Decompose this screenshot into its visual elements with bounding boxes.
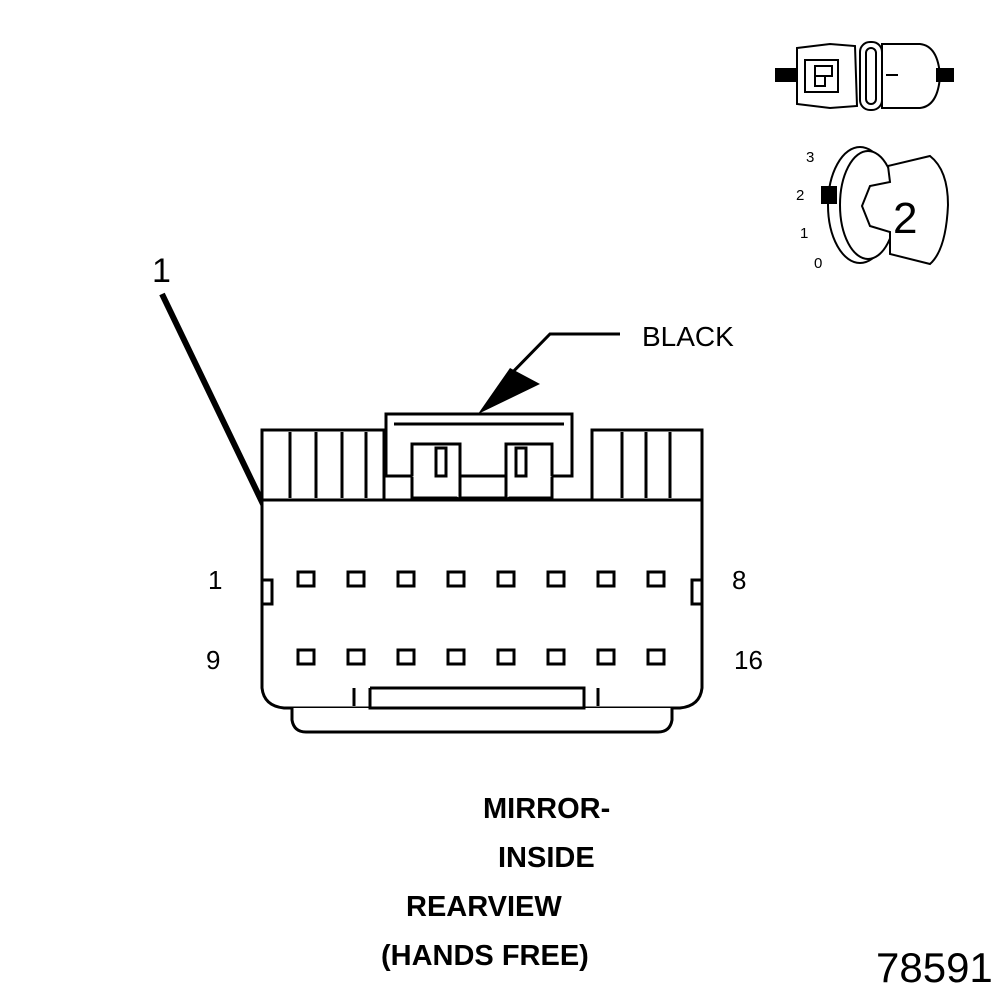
position-label-2: 2 bbox=[796, 187, 804, 204]
pin-cavity-2 bbox=[346, 570, 366, 588]
color-leader-arrow bbox=[478, 332, 620, 414]
position-label-0: 0 bbox=[814, 255, 822, 272]
pin-row-bottom bbox=[296, 648, 666, 666]
connector-type-icon bbox=[775, 41, 954, 111]
callout-number: 1 bbox=[152, 252, 171, 290]
pin-cavity-8 bbox=[646, 570, 666, 588]
title-line-1: MIRROR- bbox=[483, 793, 610, 825]
pin-cavity-10 bbox=[346, 648, 366, 666]
dial-marker bbox=[821, 186, 837, 204]
pin-row-top bbox=[296, 570, 666, 588]
pin-label-16: 16 bbox=[734, 645, 763, 675]
position-indicator-icon: 3 2 1 0 2 bbox=[796, 146, 950, 272]
pin-cavity-5 bbox=[496, 570, 516, 588]
position-label-3: 3 bbox=[806, 149, 814, 166]
dial-key bbox=[860, 154, 950, 266]
pin-cavity-6 bbox=[546, 570, 566, 588]
pin-cavity-13 bbox=[496, 648, 516, 666]
pin-cavity-12 bbox=[446, 648, 466, 666]
pin-cavity-9 bbox=[296, 648, 316, 666]
pin-label-8: 8 bbox=[732, 565, 746, 595]
pin-cavity-11 bbox=[396, 648, 416, 666]
title-line-4: (HANDS FREE) bbox=[381, 940, 589, 972]
pin-cavity-4 bbox=[446, 570, 466, 588]
title-line-2: INSIDE bbox=[498, 842, 595, 874]
connector-body bbox=[260, 412, 704, 734]
title-line-3: REARVIEW bbox=[406, 891, 562, 923]
pin-cavity-1 bbox=[296, 570, 316, 588]
figure-code: 78591 bbox=[876, 944, 993, 991]
position-label-1: 1 bbox=[800, 225, 808, 242]
pin-label-9: 9 bbox=[206, 645, 220, 675]
pin-label-1: 1 bbox=[208, 565, 222, 595]
pin-cavity-3 bbox=[396, 570, 416, 588]
pin-cavity-14 bbox=[546, 648, 566, 666]
pin-cavity-16 bbox=[646, 648, 666, 666]
wire-color-label: BLACK bbox=[642, 321, 734, 352]
pin-cavity-15 bbox=[596, 648, 616, 666]
selected-position: 2 bbox=[893, 194, 917, 243]
pin-cavity-7 bbox=[596, 570, 616, 588]
